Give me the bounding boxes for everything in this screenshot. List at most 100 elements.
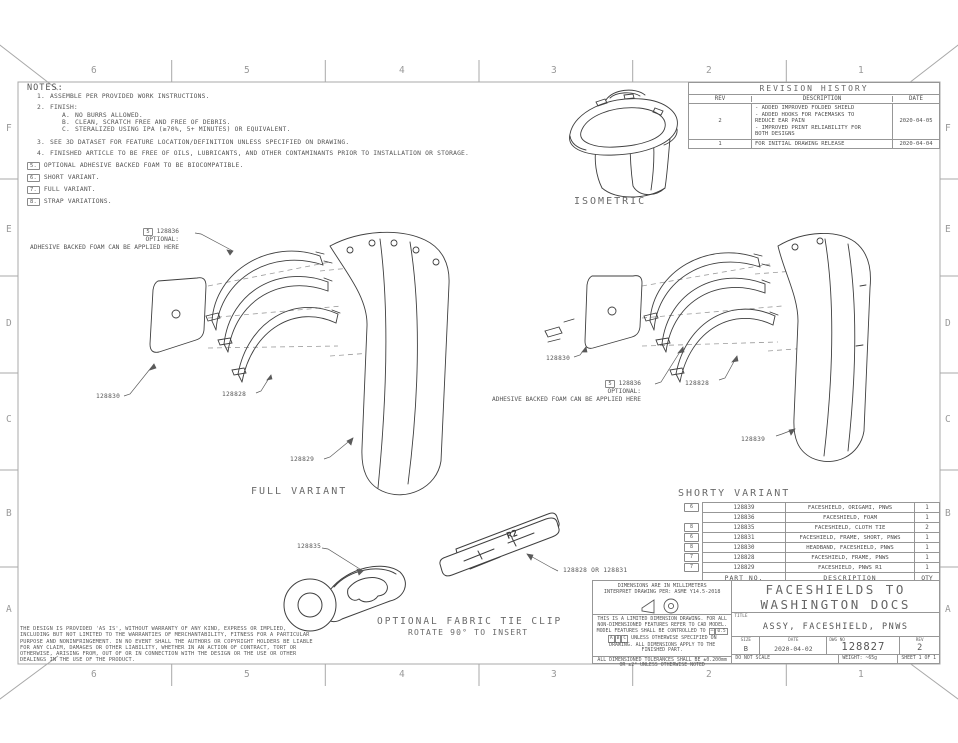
parts-header-qty: QTY: [921, 574, 933, 582]
parts-flag: 8: [684, 543, 699, 552]
zone-right-c: C: [945, 414, 952, 425]
revision-description: - ADDED IMPROVED FOLDED SHIELD - ADDED H…: [752, 104, 893, 139]
part-description: FACESHIELD, ORIGAMI, PNWS: [786, 503, 915, 512]
revision-rev: 1: [689, 139, 752, 148]
date-label: DATE: [788, 637, 799, 643]
foam-note-part: 128836: [618, 380, 642, 387]
corner-bevel-tl: [0, 44, 59, 91]
note-2: 2. FINISH:: [37, 104, 78, 111]
note-4-num: 4.: [37, 150, 45, 157]
dims-note-line2: INTERPRET DRAWING PER: ASME Y14.5-2018: [603, 589, 721, 595]
part-description: FACESHIELD, FOAM: [786, 513, 915, 522]
note-1: 1. ASSEMBLE PER PROVIDED WORK INSTRUCTION…: [37, 93, 210, 100]
note-2-num: 2.: [37, 104, 45, 111]
parts-row: 7 128828 FACESHIELD, FRAME, PNWS 1: [684, 552, 939, 562]
part-description: FACESHIELD, FRAME, PNWS: [786, 553, 915, 562]
drawing-meta-row: SIZE B DATE 2020-04-02 DWG NO 128827 REV…: [732, 636, 939, 655]
part-qty: 1: [925, 534, 929, 541]
zone-top-1: 1: [858, 65, 865, 76]
note-8-text: STRAP VARIATIONS.: [43, 198, 112, 205]
tie-clip-drawing: R2: [283, 512, 560, 632]
parts-header-description: DESCRIPTION: [786, 573, 915, 583]
part-no: 128831: [703, 533, 786, 542]
zone-right-a: A: [945, 604, 952, 615]
zone-right-e: E: [945, 224, 952, 235]
limited-dimension-note: THIS IS A LIMITED DIMENSION DRAWING. FOR…: [593, 615, 732, 657]
label-shield-full: 128829: [290, 456, 315, 463]
limited-note-post: UNLESS OTHERWISE SPECIFIED ON DRAWING. A…: [609, 635, 717, 654]
parts-header-row: PART NO. DESCRIPTION QTY: [703, 572, 939, 583]
zone-bottom-6: 6: [91, 669, 98, 680]
weight-note: WEIGHT: ~65g: [839, 654, 899, 663]
zone-top-6: 6: [91, 65, 98, 76]
drawing-title: ASSY, FACESHIELD, PNWS: [762, 622, 909, 632]
foam-note-flag: 5: [143, 228, 153, 236]
label-headband-shorty: 128830: [546, 355, 571, 362]
full-variant-drawing: [123, 231, 450, 496]
zone-bottom-5: 5: [244, 669, 251, 680]
zone-top-5: 5: [244, 65, 251, 76]
title-block-bottom-row: DO NOT SCALE WEIGHT: ~65g SHEET 1 OF 1: [732, 654, 939, 663]
note-2b-num: B.: [62, 119, 70, 126]
part-no: 128828: [703, 553, 786, 562]
note-1-num: 1.: [37, 93, 45, 100]
part-no: 128830: [703, 543, 786, 552]
part-qty: 1: [925, 564, 929, 571]
dwg-no-label: DWG NO: [829, 637, 845, 643]
company-line1: FACESHIELDS TO: [765, 582, 906, 597]
limited-note-pre: THIS IS A LIMITED DIMENSION DRAWING. FOR…: [596, 616, 727, 634]
zone-right-f: F: [945, 123, 952, 134]
clip-caption-line1: OPTIONAL FABRIC TIE CLIP: [377, 616, 563, 627]
part-description: HEADBAND, FACESHIELD, PNWS: [786, 543, 915, 552]
parts-row: 6 128831 FACESHIELD, FRAME, SHORT, PNWS …: [684, 532, 939, 542]
zone-bottom-3: 3: [551, 669, 558, 680]
zone-left-e: E: [6, 224, 13, 235]
third-angle-projection-icon: [641, 598, 679, 614]
note-2b-text: CLEAN, SCRATCH FREE AND FREE OF DEBRIS.: [74, 119, 231, 126]
part-qty: 1: [925, 544, 929, 551]
shorty-variant-drawing: [544, 233, 871, 462]
corner-bevel-bl: [0, 655, 59, 700]
note-8: 8.STRAP VARIATIONS.: [27, 198, 112, 206]
zone-bottom-2: 2: [706, 669, 713, 680]
parts-row: 7 128829 FACESHIELD, PNWS R1 1: [684, 562, 939, 572]
fcf-symbol: ⌓: [708, 628, 716, 636]
note-1-text: ASSEMBLE PER PROVIDED WORK INSTRUCTIONS.: [49, 93, 210, 100]
note-7: 7.FULL VARIANT.: [27, 186, 96, 194]
part-no: 128836: [703, 513, 786, 522]
revision-header-date: DATE: [909, 96, 923, 102]
size-cell: SIZE B: [732, 636, 761, 654]
zone-right-d: D: [945, 318, 952, 329]
dims-note-line1: DIMENSIONS ARE IN MILLIMETERS: [617, 583, 707, 589]
size-value: B: [743, 644, 748, 653]
note-2-text: FINISH:: [49, 104, 78, 111]
foam-note-flag: 5: [605, 380, 615, 388]
shorty-variant-caption: SHORTY VARIANT: [678, 488, 791, 499]
note-2c: C.STERALIZED USING IPA (≥70%, 5+ MINUTES…: [62, 126, 291, 133]
rev-label: REV: [915, 637, 924, 643]
foam-note-optional: OPTIONAL:: [607, 388, 642, 395]
revision-rev: 2: [689, 104, 752, 139]
parts-flag: 7: [684, 553, 699, 562]
note-2c-num: C.: [62, 126, 70, 133]
rev-cell: REV 2: [900, 637, 939, 654]
part-qty: 1: [925, 514, 929, 521]
part-no: 128829: [703, 563, 786, 572]
dwg-no-value: 128827: [841, 640, 886, 653]
drawing-title-cell: TITLE ASSY, FACESHIELD, PNWS: [732, 613, 939, 637]
parts-flag: 7: [684, 563, 699, 572]
sheet-note: SHEET 1 OF 1: [901, 656, 936, 662]
size-label: SIZE: [740, 637, 752, 643]
foam-note-part: 128836: [156, 228, 180, 235]
company-line2: WASHINGTON DOCS: [760, 597, 911, 612]
zone-right-b: B: [945, 508, 952, 519]
note-6-text: SHORT VARIANT.: [43, 174, 100, 181]
foam-note-optional: OPTIONAL:: [145, 236, 180, 243]
isometric-caption: ISOMETRIC: [574, 196, 647, 207]
zone-top-4: 4: [399, 65, 406, 76]
revision-history-table: REVISION HISTORY REV DESCRIPTION DATE 2 …: [688, 82, 940, 149]
note-2a: A.NO BURRS ALLOWED.: [62, 112, 143, 119]
clip-caption-line2: ROTATE 90° TO INSERT: [408, 628, 529, 637]
